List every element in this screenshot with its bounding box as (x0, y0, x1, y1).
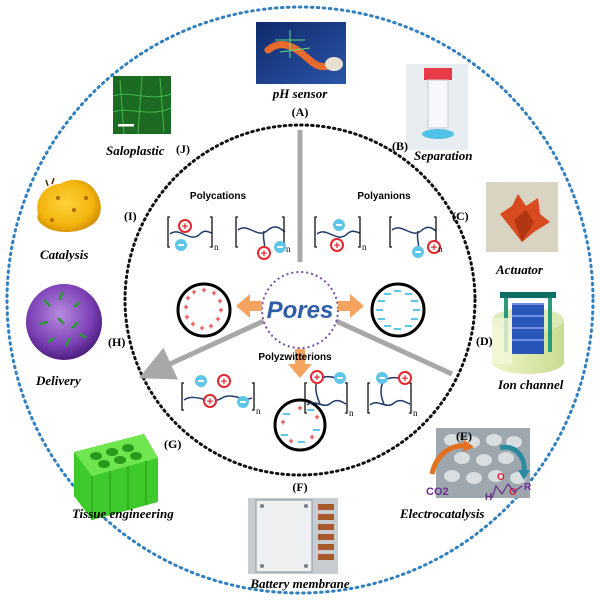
svg-text:+: + (280, 417, 285, 427)
svg-text:+: + (199, 323, 204, 333)
polyzwitterions-label: Polyzwitterions (258, 352, 332, 363)
polycation-structure-2: + n (235, 216, 291, 260)
o-label-1: O (497, 472, 505, 483)
label-catalysis: Catalysis (40, 247, 88, 262)
svg-text:n: n (256, 406, 261, 416)
svg-text:+: + (218, 305, 223, 315)
letter-h: (H) (108, 335, 125, 349)
arrow-to-polyanion-pore (338, 294, 364, 318)
saloplastic-image (112, 75, 172, 135)
svg-text:+: + (183, 302, 188, 312)
svg-text:+: + (314, 372, 320, 384)
svg-text:+: + (261, 248, 267, 260)
arrow-to-polyzwitterion-pore (288, 349, 312, 378)
polyanions-label: Polyanions (357, 191, 411, 202)
polyanion-structure-2: + n (389, 216, 443, 258)
r-label: R (524, 482, 532, 493)
label-actuator: Actuator (495, 262, 544, 277)
letter-d: (D) (476, 334, 493, 348)
letter-e: (E) (456, 429, 472, 443)
delivery-image (26, 284, 102, 360)
polycation-pore: +++ +++ +++ +++ (176, 282, 232, 338)
svg-text:+: + (217, 296, 222, 306)
svg-text:+: + (211, 288, 216, 298)
svg-text:+: + (184, 312, 189, 322)
svg-text:+: + (297, 403, 302, 413)
o-label-2: O (509, 487, 517, 498)
svg-text:+: + (314, 412, 319, 422)
letter-i: (I) (124, 209, 137, 223)
svg-text:n: n (438, 244, 443, 254)
ion-channel-image (492, 292, 564, 374)
ph-sensor-image (256, 22, 346, 84)
svg-text:+: + (185, 293, 190, 303)
polycation-structure-1: + n (167, 216, 219, 252)
divider-left (138, 317, 268, 380)
label-electrocatalysis: Electrocatalysis (399, 506, 485, 521)
svg-text:+: + (215, 314, 220, 324)
polycations-label: Polycations (190, 191, 247, 202)
letter-a: (A) (292, 105, 309, 119)
polyzwitterion-structure-3: + n (367, 371, 418, 418)
polyzwitterion-structure-2: + n (304, 370, 354, 418)
svg-text:+: + (201, 285, 206, 295)
polyzwitterion-pore: +++ ++ (273, 398, 327, 452)
label-ion-channel: Ion channel (497, 377, 564, 392)
svg-text:n: n (286, 244, 291, 254)
svg-text:+: + (221, 376, 227, 388)
tissue-engineering-image (74, 434, 158, 520)
svg-text:n: n (214, 242, 219, 252)
svg-text:+: + (191, 287, 196, 297)
svg-text:+: + (334, 240, 340, 252)
label-battery-membrane: Battery membrane (249, 576, 350, 591)
svg-text:+: + (288, 436, 293, 446)
svg-text:+: + (431, 242, 437, 254)
h-label: H (485, 492, 492, 503)
separation-image (406, 64, 468, 150)
letter-c: (C) (452, 209, 469, 223)
letter-j: (J) (176, 142, 190, 156)
catalysis-image (37, 177, 101, 232)
outer-ring (5, 5, 595, 595)
letter-b: (B) (392, 139, 408, 153)
arrow-to-polycation-pore (236, 294, 262, 318)
label-delivery: Delivery (35, 373, 81, 388)
co2-label: CO2 (426, 486, 449, 498)
svg-text:+: + (309, 432, 314, 442)
center-title: Pores (267, 297, 334, 324)
actuator-image (486, 182, 558, 252)
svg-text:n: n (349, 408, 354, 418)
polyanion-structure-1: + n (314, 216, 367, 252)
svg-text:+: + (402, 373, 408, 385)
svg-text:+: + (208, 321, 213, 331)
polyzwitterion-structure-1: + + n (181, 374, 261, 416)
svg-text:n: n (413, 408, 418, 418)
letter-g: (G) (164, 437, 181, 451)
polyanion-pore (370, 282, 426, 338)
label-ph-sensor: pH sensor (272, 86, 328, 101)
svg-text:n: n (362, 242, 367, 252)
battery-membrane-image (248, 498, 338, 574)
inner-ring (123, 123, 477, 477)
label-separation: Separation (414, 148, 473, 163)
label-tissue-engineering: Tissue engineering (72, 506, 174, 521)
electrocatalysis-image: CO2 H O O R (426, 428, 532, 503)
svg-text:+: + (182, 221, 188, 233)
svg-text:+: + (190, 319, 195, 329)
svg-text:+: + (207, 396, 213, 408)
letter-f: (F) (292, 480, 307, 494)
label-saloplastic: Saloplastic (106, 143, 165, 158)
divider-right (332, 317, 454, 377)
